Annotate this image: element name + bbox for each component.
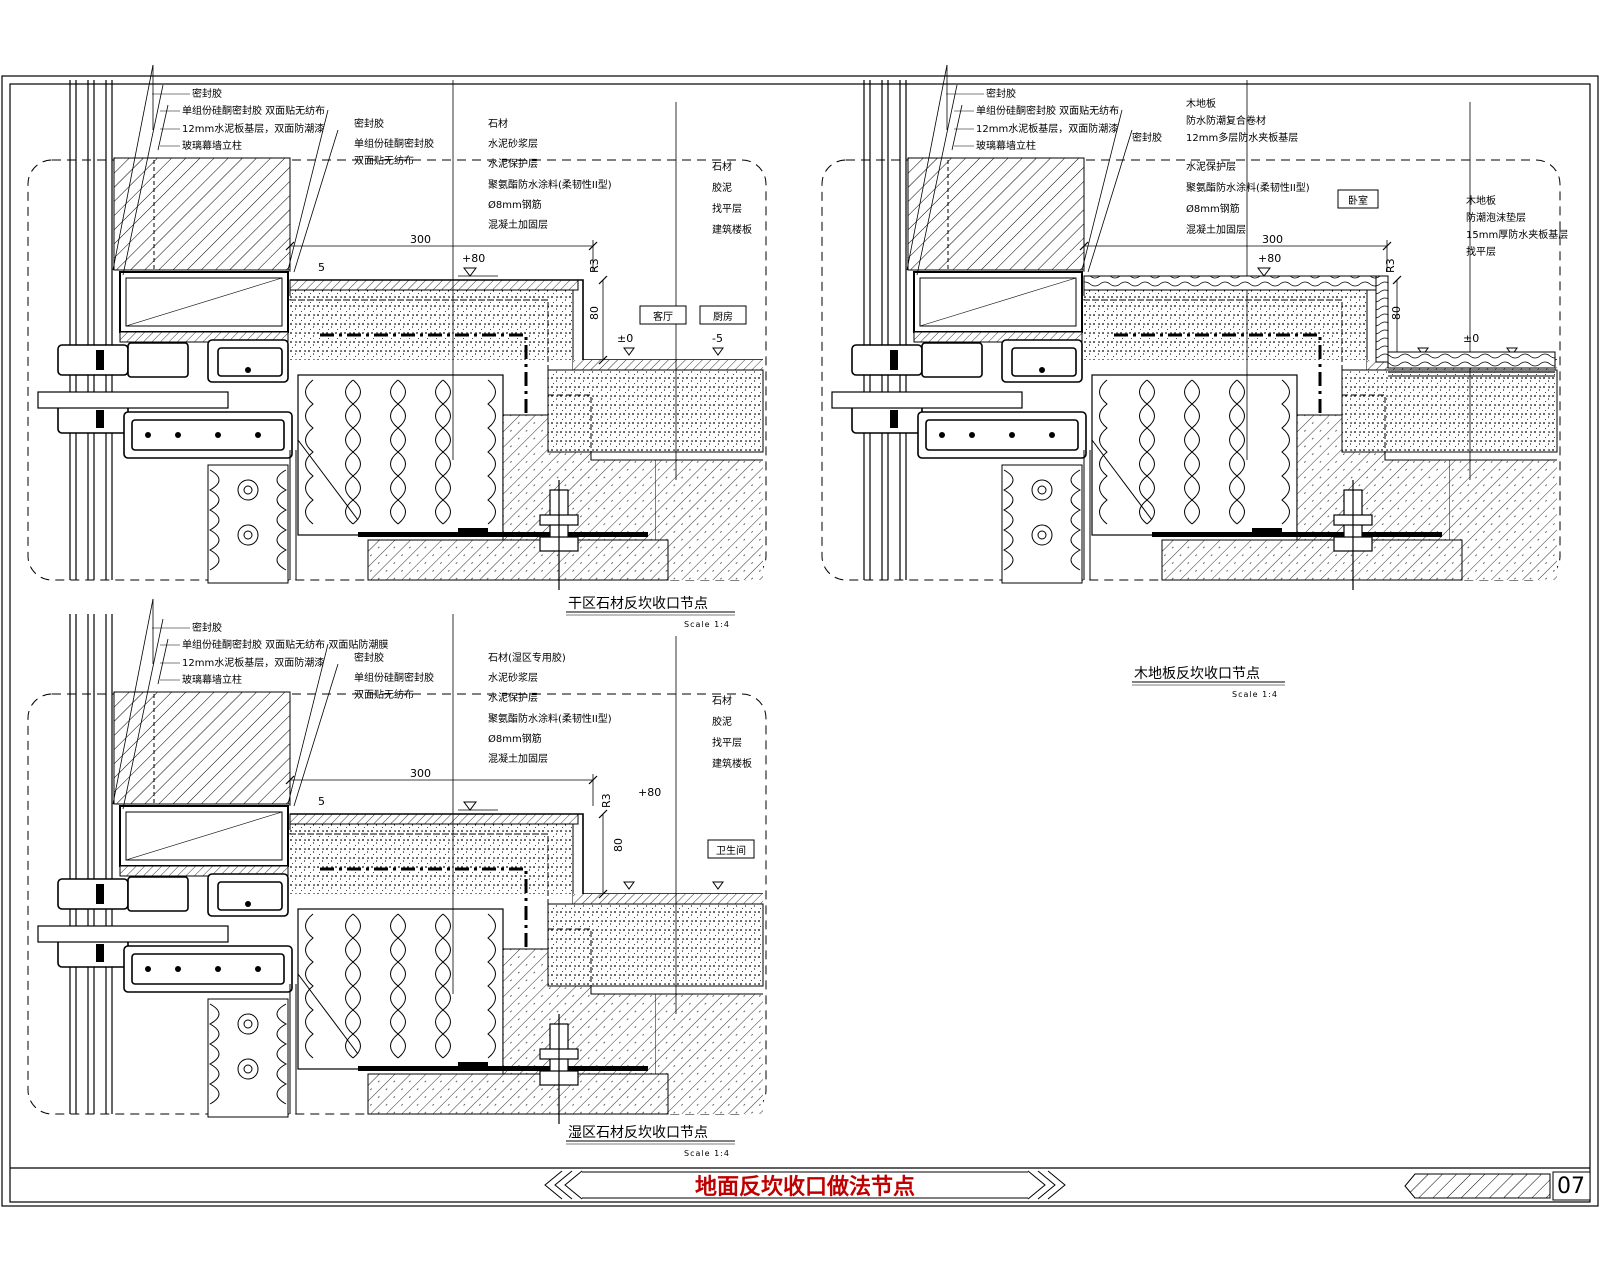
room-tag: 厨房 [713, 310, 733, 323]
gap-label: 5 [318, 261, 325, 274]
level-top: +80 [638, 786, 661, 799]
callout: 12mm水泥板基层，双面防潮漆 [182, 656, 324, 669]
callout: 单组份硅酮密封胶 双面贴无纺布 [182, 104, 325, 117]
callout: 聚氨酯防水涂料(柔韧性II型) [488, 178, 612, 191]
callout: 密封胶 [192, 621, 222, 634]
callout: 12mm多层防水夹板基层 [1186, 131, 1298, 144]
callout: 胶泥 [712, 715, 732, 728]
callout: 混凝土加固层 [1186, 223, 1246, 236]
level-top: +80 [1258, 252, 1281, 265]
radius-label: R3 [1384, 258, 1397, 273]
detail-wet-stone: 300 80 +80 R3 5 卫生间 密封胶 单组份硅酮密封胶 双面贴无纺布 … [26, 597, 768, 1158]
page-number: 07 [1557, 1174, 1585, 1199]
callout: 密封胶 [192, 87, 222, 100]
callout: 密封胶 [354, 117, 384, 130]
radius-label: R3 [600, 793, 613, 808]
dim-height: 80 [612, 838, 625, 852]
callout: 12mm水泥板基层，双面防潮漆 [976, 122, 1118, 135]
detail-scale: Scale 1:4 [684, 1149, 730, 1158]
level-zero: ±0 [1463, 332, 1479, 345]
callout: 建筑楼板 [712, 757, 752, 770]
callout: 聚氨酯防水涂料(柔韧性II型) [1186, 181, 1310, 194]
callout: 单组份硅酮密封胶 双面贴无纺布 [976, 104, 1119, 117]
detail-scale: Scale 1:4 [1232, 690, 1278, 699]
callout: 水泥砂浆层 [488, 671, 538, 684]
room-tag: 卫生间 [716, 844, 746, 857]
level-minus: -5 [712, 332, 723, 345]
callout: 石材 [488, 117, 508, 130]
dim-height: 80 [1390, 306, 1403, 320]
level-zero: ±0 [617, 332, 633, 345]
dim-width: 300 [1262, 233, 1283, 246]
sheet-border [1, 75, 1599, 1207]
detail-dry-stone: 300 80 +80 R3 5 ±0 -5 客厅 厨房 密封胶 单组份硅酮密封胶… [26, 63, 768, 629]
callout: 玻璃幕墙立柱 [976, 139, 1036, 152]
detail-scale: Scale 1:4 [684, 620, 730, 629]
level-top: +80 [462, 252, 485, 265]
callout: 防潮泡沫垫层 [1466, 211, 1526, 224]
callout: 建筑楼板 [712, 223, 752, 236]
callout: 密封胶 [986, 87, 1016, 100]
callout: 聚氨酯防水涂料(柔韧性II型) [488, 712, 612, 725]
dim-width: 300 [410, 767, 431, 780]
gap-label: 5 [318, 795, 325, 808]
callout: 单组份硅酮密封胶 [354, 671, 434, 684]
room-tag: 卧室 [1348, 194, 1368, 207]
detail-title: 干区石材反坎收口节点 [568, 596, 708, 612]
sheet-main-title: 地面反坎收口做法节点 [695, 1174, 915, 1200]
callout: 木地板 [1466, 194, 1496, 207]
dim-height: 80 [588, 306, 601, 320]
callout: 密封胶 [354, 651, 384, 664]
callout: 水泥保护层 [488, 157, 538, 170]
callout: 水泥保护层 [488, 691, 538, 704]
callout: 找平层 [1466, 245, 1496, 258]
callout: 找平层 [712, 736, 742, 749]
callout: 水泥保护层 [1186, 160, 1236, 173]
callout: Ø8mm钢筋 [1186, 202, 1240, 215]
detail-wood-floor: 300 80 +80 R3 ±0 卧室 密封胶 单组份硅酮密封胶 双面贴无纺布 … [820, 63, 1568, 699]
title-bar: 地面反坎收口做法节点 [544, 1170, 1066, 1200]
callout: 混凝土加固层 [488, 752, 548, 765]
callout: 玻璃幕墙立柱 [182, 673, 242, 686]
callout: 双面贴无纺布 [354, 688, 414, 701]
callout: 双面贴无纺布 [354, 154, 414, 167]
radius-label: R3 [588, 258, 601, 273]
callout: 单组份硅酮密封胶 双面贴无纺布 双面贴防潮膜 [182, 638, 388, 651]
detail-title: 木地板反坎收口节点 [1134, 666, 1260, 682]
callout: 胶泥 [712, 181, 732, 194]
callout: 石材(湿区专用胶) [488, 651, 566, 664]
callout: 单组份硅酮密封胶 [354, 137, 434, 150]
callout: 12mm水泥板基层，双面防潮漆 [182, 122, 324, 135]
room-tag: 客厅 [653, 310, 673, 323]
callout: 石材 [712, 694, 732, 707]
callout: 玻璃幕墙立柱 [182, 139, 242, 152]
callout: 木地板 [1186, 97, 1216, 110]
detail-title: 湿区石材反坎收口节点 [568, 1125, 708, 1141]
callout: 水泥砂浆层 [488, 137, 538, 150]
callout: 防水防潮复合卷材 [1186, 114, 1266, 127]
callout: Ø8mm钢筋 [488, 198, 542, 211]
callout: 密封胶 [1132, 131, 1162, 144]
callout: Ø8mm钢筋 [488, 732, 542, 745]
callout: 找平层 [712, 202, 742, 215]
dim-width: 300 [410, 233, 431, 246]
sheet-inner-border [9, 83, 1591, 1203]
page-number-box: 07 [1404, 1171, 1591, 1201]
callout: 混凝土加固层 [488, 218, 548, 231]
callout: 15mm厚防水夹板基层 [1466, 228, 1568, 241]
callout: 石材 [712, 160, 732, 173]
